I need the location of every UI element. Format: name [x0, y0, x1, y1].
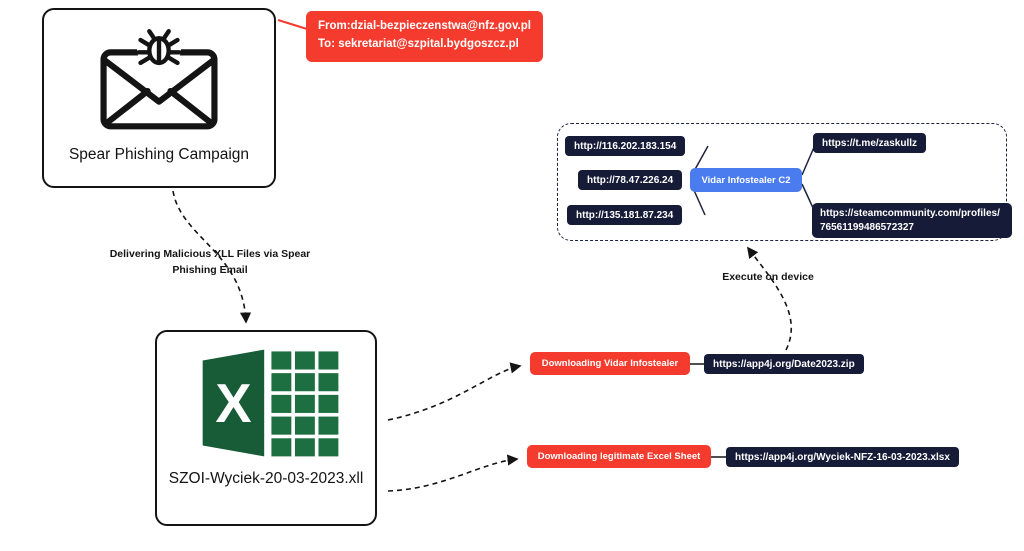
xll-file-node: X SZOI-Wyciek-20-03-2023.xll — [155, 330, 377, 526]
spear-phishing-node: Spear Phishing Campaign — [42, 8, 276, 188]
vidar-zip-url-pill: https://app4j.org/Date2023.zip — [704, 354, 864, 374]
download-vidar-badge: Downloading Vidar Infostealer — [530, 352, 690, 375]
excel-x-letter: X — [215, 373, 251, 434]
delivery-arrow-label: Delivering Malicious XLL Files via Spear… — [109, 248, 311, 276]
download-excel-arrow — [387, 454, 519, 492]
c2-ip-pill-1: http://116.202.183.154 — [565, 136, 686, 156]
execute-arrow — [746, 246, 792, 351]
download-vidar-arrow — [387, 362, 522, 421]
spear-phishing-label: Spear Phishing Campaign — [68, 146, 250, 163]
c2-link-ip3 — [692, 187, 706, 216]
c2-center-pill: Vidar Infostealer C2 — [690, 168, 802, 192]
c2-ip-pill-3: http://135.181.87.234 — [567, 205, 683, 225]
download-excel-badge: Downloading legitimate Excel Sheet — [527, 445, 711, 468]
execute-arrow-label: Execute on device — [722, 271, 814, 283]
email-callout: From:dzial-bezpieczenstwa@nfz.gov.pl To:… — [306, 11, 543, 62]
delivery-arrow — [172, 190, 252, 324]
callout-from-line: From:dzial-bezpieczenstwa@nfz.gov.pl — [318, 20, 531, 32]
phishing-email-icon — [93, 18, 225, 141]
callout-connector-line — [277, 19, 308, 30]
c2-telegram-pill: https://t.me/zaskullz — [813, 133, 927, 153]
c2-ip-pill-2: http://78.47.226.24 — [578, 170, 683, 190]
c2-panel — [557, 123, 1007, 241]
c2-steam-pill: https://steamcommunity.com/profiles/7656… — [812, 203, 1012, 238]
c2-link-telegram — [801, 144, 816, 176]
xll-file-label: SZOI-Wyciek-20-03-2023.xll — [168, 470, 364, 487]
excel-icon: X — [190, 346, 342, 465]
callout-to-line: To: sekretariat@szpital.bydgoszcz.pl — [318, 37, 519, 50]
excel-xlsx-url-pill: https://app4j.org/Wyciek-NFZ-16-03-2023.… — [726, 447, 959, 467]
